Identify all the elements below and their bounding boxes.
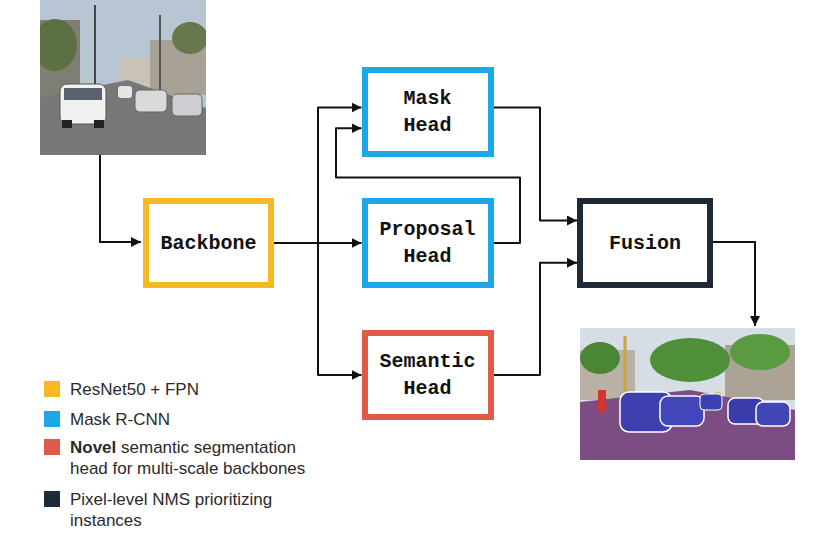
- process-box: Backbone: [143, 198, 274, 288]
- flow-arrow: [494, 108, 578, 221]
- box-label: Backbone: [160, 230, 256, 257]
- legend-swatch: [44, 491, 60, 507]
- box-label: Fusion: [609, 230, 681, 257]
- legend-label: Novel semantic segmentation head for mul…: [70, 437, 318, 479]
- process-box: Semantic Head: [362, 330, 494, 420]
- box-label: Proposal Head: [376, 216, 480, 270]
- legend-label: Mask R-CNN: [70, 409, 170, 430]
- legend-label: Pixel-level NMS prioritizing instances: [70, 489, 318, 531]
- legend-label: ResNet50 + FPN: [70, 379, 199, 400]
- box-label: Mask Head: [376, 85, 480, 139]
- box-label: Semantic Head: [376, 348, 480, 402]
- input-arrow: [100, 155, 141, 242]
- legend-swatch: [44, 381, 60, 397]
- legend-swatch: [44, 439, 60, 455]
- legend-emphasis: Novel: [70, 438, 116, 457]
- legend-item: ResNet50 + FPN: [44, 379, 199, 400]
- street-photo: [40, 0, 206, 155]
- output-arrow: [713, 242, 755, 326]
- legend-item: Novel semantic segmentation head for mul…: [44, 437, 318, 479]
- process-box: Proposal Head: [362, 198, 494, 288]
- flow-arrow: [494, 263, 578, 375]
- flow-arrow: [274, 243, 362, 375]
- legend-swatch: [44, 411, 60, 427]
- legend-item: Pixel-level NMS prioritizing instances: [44, 489, 318, 531]
- process-box: Fusion: [577, 198, 713, 288]
- process-box: Mask Head: [362, 67, 494, 157]
- segmentation-output-photo: [580, 328, 795, 460]
- legend-item: Mask R-CNN: [44, 409, 170, 430]
